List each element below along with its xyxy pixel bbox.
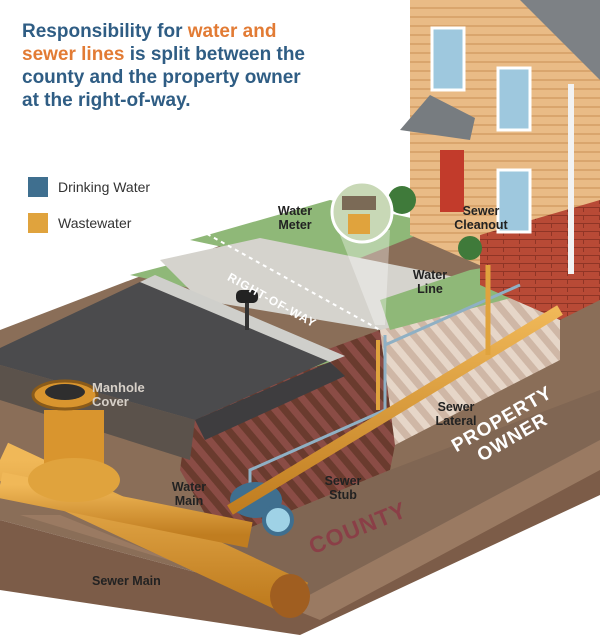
meter-box [348,214,370,234]
front-door [440,150,464,212]
label-manhole-cover: Manhole Cover [92,380,145,409]
road-curb [140,275,345,362]
mailbox [236,290,258,303]
downspout [568,84,574,274]
porch-roof [400,95,475,140]
window-3 [496,168,532,234]
title-part-1: Responsibility for [22,21,188,42]
soil-base [0,440,600,635]
label-water-main: Water Main [171,480,207,508]
meter-beam [338,230,390,325]
legend-label: Wastewater [58,215,132,231]
window-1 [430,26,466,92]
sewer-lateral-pipe [227,305,563,515]
right-of-way-line [199,229,381,331]
label-sewer-main: Sewer Main [92,574,161,588]
soil-base-top [20,440,600,620]
property-trench-wall [380,260,560,445]
trench-floor [220,390,600,600]
legend-item-wastewater: Wastewater [28,212,150,234]
label-water-meter: Water Meter [277,204,313,232]
label-water-line: Water Line [412,268,448,296]
window-2 [496,66,532,132]
shrub-left [388,186,416,214]
title-highlight: water and sewer lines [22,21,277,65]
legend: Drinking Water Wastewater [28,176,150,248]
label-sewer-lateral: Sewer Lateral [435,400,477,428]
county-trench-wall [180,330,395,540]
road-front [195,362,345,440]
shrub-right [458,236,482,260]
water-main-end [262,504,294,536]
legend-item-drinking-water: Drinking Water [28,176,150,198]
manhole-cone [28,458,120,502]
water-service-pipe [384,283,521,347]
mailbox-post [245,300,249,330]
house-roof [520,0,600,80]
legend-label: Drinking Water [58,179,151,195]
drinking-water-swatch [28,177,48,197]
label-sewer-stub: Sewer Stub [324,474,362,502]
wastewater-swatch [28,213,48,233]
title-part-3: is split between the county and the prop… [22,44,305,111]
manhole-cover-top [45,384,85,400]
meter-lid [342,196,376,210]
diagram-title: Responsibility for water and sewer lines… [22,20,322,112]
label-sewer-cleanout: Sewer Cleanout [454,204,508,232]
sewer-main-opening [270,574,310,618]
